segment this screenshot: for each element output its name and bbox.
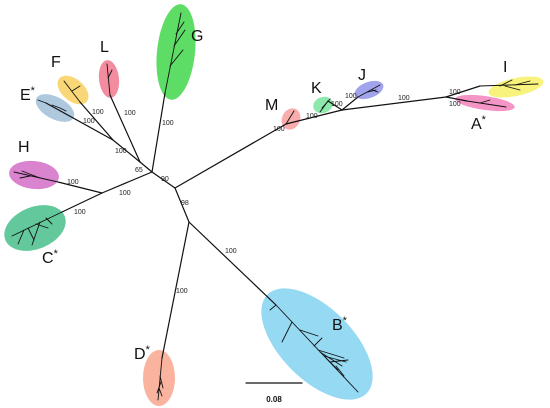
clade-B-highlight <box>261 288 373 400</box>
clade-G-label: G <box>191 28 203 45</box>
clade-I-highlight <box>488 76 544 98</box>
clade-A-label: A* <box>471 114 487 133</box>
bootstrap-HC: 100 <box>119 190 131 197</box>
clade-A-highlight <box>455 94 515 112</box>
tree-branches <box>45 85 481 359</box>
bootstrap-B: 100 <box>225 248 237 255</box>
clade-H-highlight <box>9 160 59 190</box>
clade-M-label: M <box>265 97 278 114</box>
clade-D-highlight <box>143 350 175 406</box>
bootstrap-MKJ: 100 <box>306 113 318 120</box>
clade-E-label: E* <box>20 85 36 104</box>
clade-labels: A* B* C* D* E* F G H I J K <box>18 28 507 363</box>
bootstrap-D: 100 <box>176 288 188 295</box>
clade-C-label: C* <box>42 248 59 267</box>
clade-C-highlight <box>4 205 66 251</box>
bootstrap-IA: 100 <box>398 95 410 102</box>
tree-leaves <box>11 12 539 401</box>
clade-K-label: K <box>311 80 322 97</box>
bootstrap-I: 100 <box>449 89 461 96</box>
clade-J-label: J <box>358 67 366 84</box>
bootstrap-H: 100 <box>67 179 79 186</box>
bootstrap-E: 100 <box>83 118 95 125</box>
clade-H-label: H <box>18 139 30 156</box>
bootstrap-labels: 100 100 100 100 100 100 100 100 100 100 … <box>67 89 461 295</box>
clade-L-highlight <box>98 60 120 98</box>
bootstrap-G: 100 <box>162 120 174 127</box>
bootstrap-M: 100 <box>273 126 285 133</box>
bootstrap-A: 100 <box>449 101 461 108</box>
bootstrap-root: 98 <box>181 200 189 207</box>
clade-D-label: D* <box>134 344 151 363</box>
bootstrap-K: 100 <box>331 101 343 108</box>
scale-bar-label: 0.08 <box>266 395 282 404</box>
bootstrap-L: 100 <box>124 110 136 117</box>
scale-bar: 0.08 <box>245 382 303 404</box>
bootstrap-EF: 100 <box>115 148 127 155</box>
bootstrap-F: 100 <box>92 109 104 116</box>
bootstrap-EFL: 65 <box>135 167 143 174</box>
clade-L-label: L <box>100 39 109 56</box>
clade-G-highlight <box>156 4 196 100</box>
bootstrap-C: 100 <box>74 209 86 216</box>
clade-F-label: F <box>51 54 61 71</box>
bootstrap-J: 100 <box>345 93 357 100</box>
bootstrap-upper: 90 <box>161 176 169 183</box>
clade-I-label: I <box>503 59 507 76</box>
clade-B-label: B* <box>332 315 348 334</box>
